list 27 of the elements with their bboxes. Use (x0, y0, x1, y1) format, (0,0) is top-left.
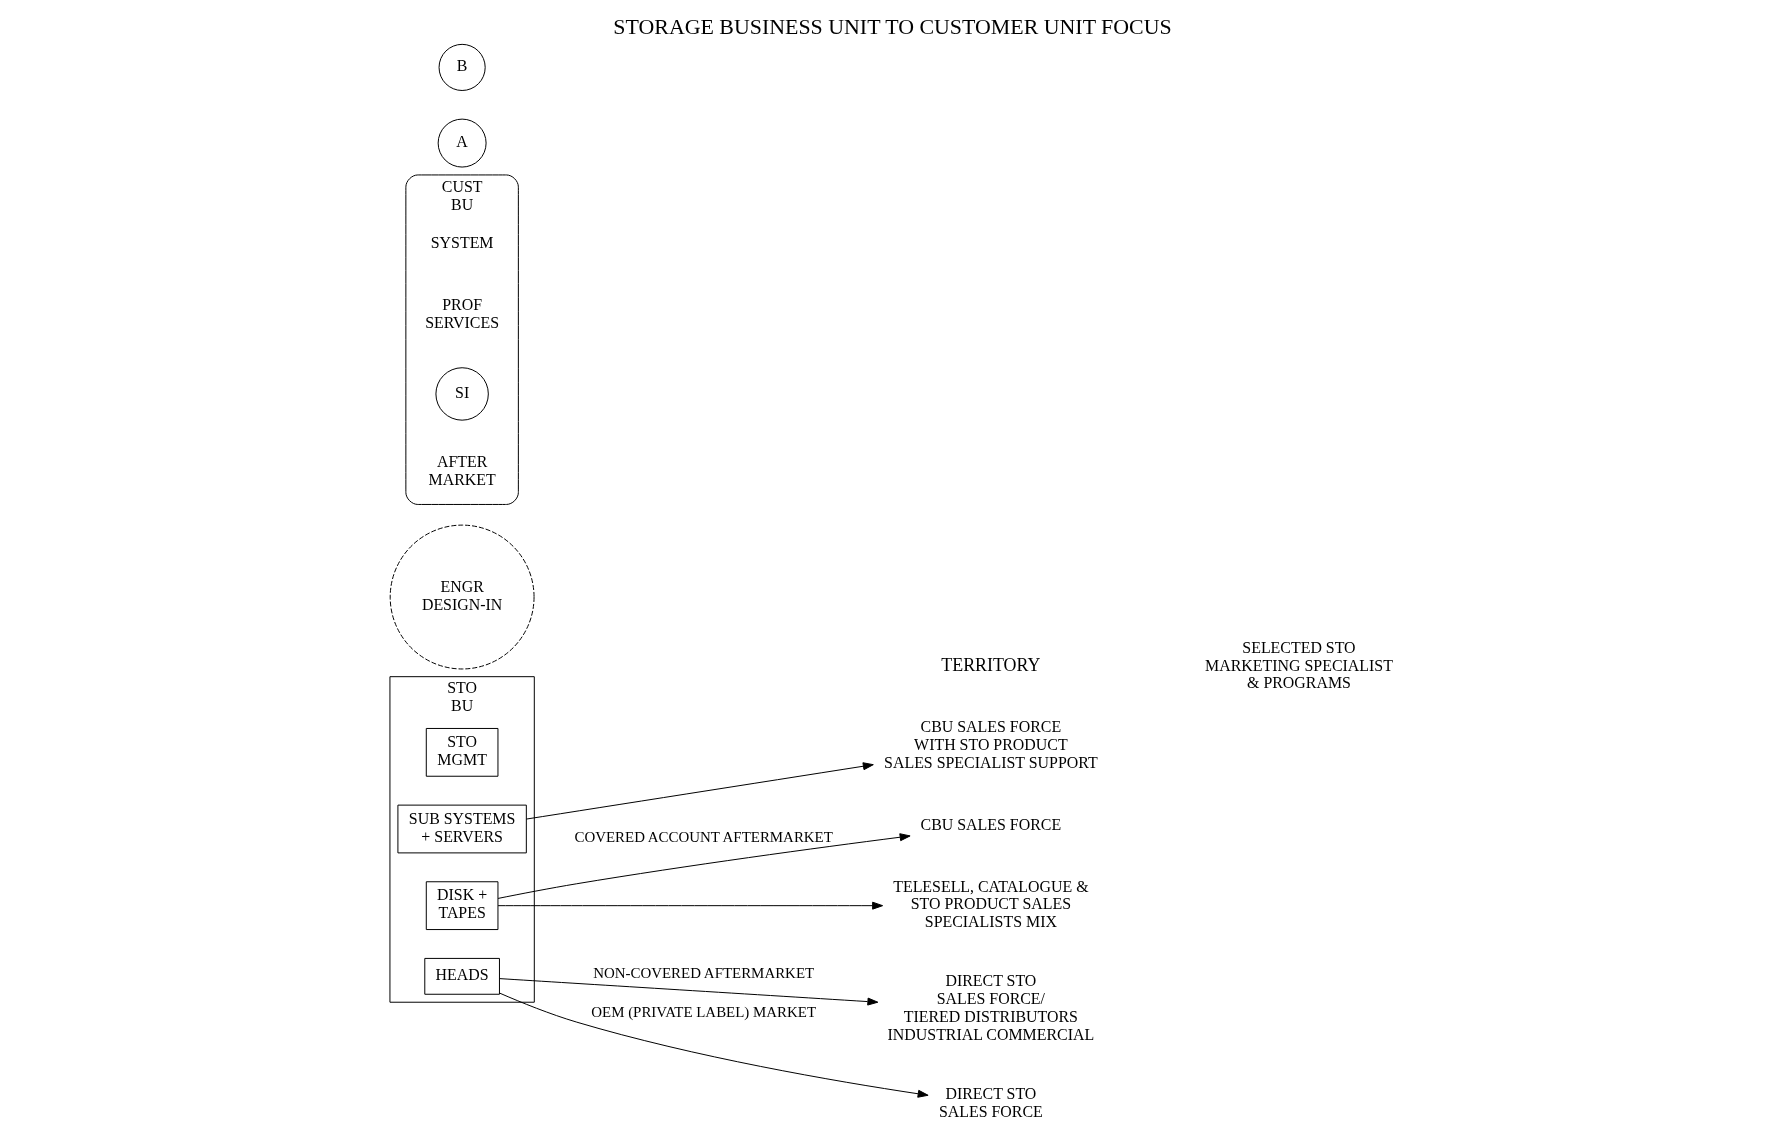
node-text: AFTER MARKET (428, 453, 496, 489)
node-circle: B (438, 43, 486, 91)
node-text: CBU SALES FORCE (920, 815, 1062, 833)
label: SELECTED STO MARKETING SPECIALIST & PROGRAMS (1205, 638, 1393, 692)
node-box: SUB SYSTEMS + SERVERS (397, 804, 527, 854)
label: TERRITORY (941, 655, 1041, 676)
arrow (499, 978, 879, 1006)
node-text: CBU SALES FORCE WITH STO PRODUCT SALES SPECIALIST SUPPORT (884, 718, 1098, 772)
node-box: HEADS (424, 957, 500, 995)
arrow (525, 762, 874, 820)
arrow (499, 992, 929, 1098)
node-circle: SI (435, 367, 489, 421)
node-text: DIRECT STO SALES FORCE (938, 1084, 1043, 1120)
node-box: STO MGMT (425, 727, 499, 777)
node-text: TELESELL, CATALOGUE & STO PRODUCT SALES SPECIALISTS MIX (893, 877, 1089, 931)
edge-label: COVERED ACCOUNT AFTERMARKET (574, 828, 833, 845)
node-circle: ENGR DESIGN-IN (389, 524, 535, 670)
arrow (497, 833, 911, 899)
edge-label: NON-COVERED AFTERMARKET (593, 965, 815, 982)
node-circle: A (437, 118, 487, 168)
node-text: SYSTEM (430, 234, 494, 252)
arrow (497, 901, 884, 910)
node-text: DIRECT STO SALES FORCE/ TIERED DISTRIBUTORS INDUSTRIAL COMMERCIAL (887, 972, 1095, 1043)
edge-label: OEM (PRIVATE LABEL) MARKET (591, 1004, 817, 1021)
node-box: DISK + TAPES (425, 881, 499, 931)
diagram-title: STORAGE BUSINESS UNIT TO CUSTOMER UNIT FOCUS (613, 13, 1172, 39)
node-text: PROF SERVICES (425, 296, 500, 332)
